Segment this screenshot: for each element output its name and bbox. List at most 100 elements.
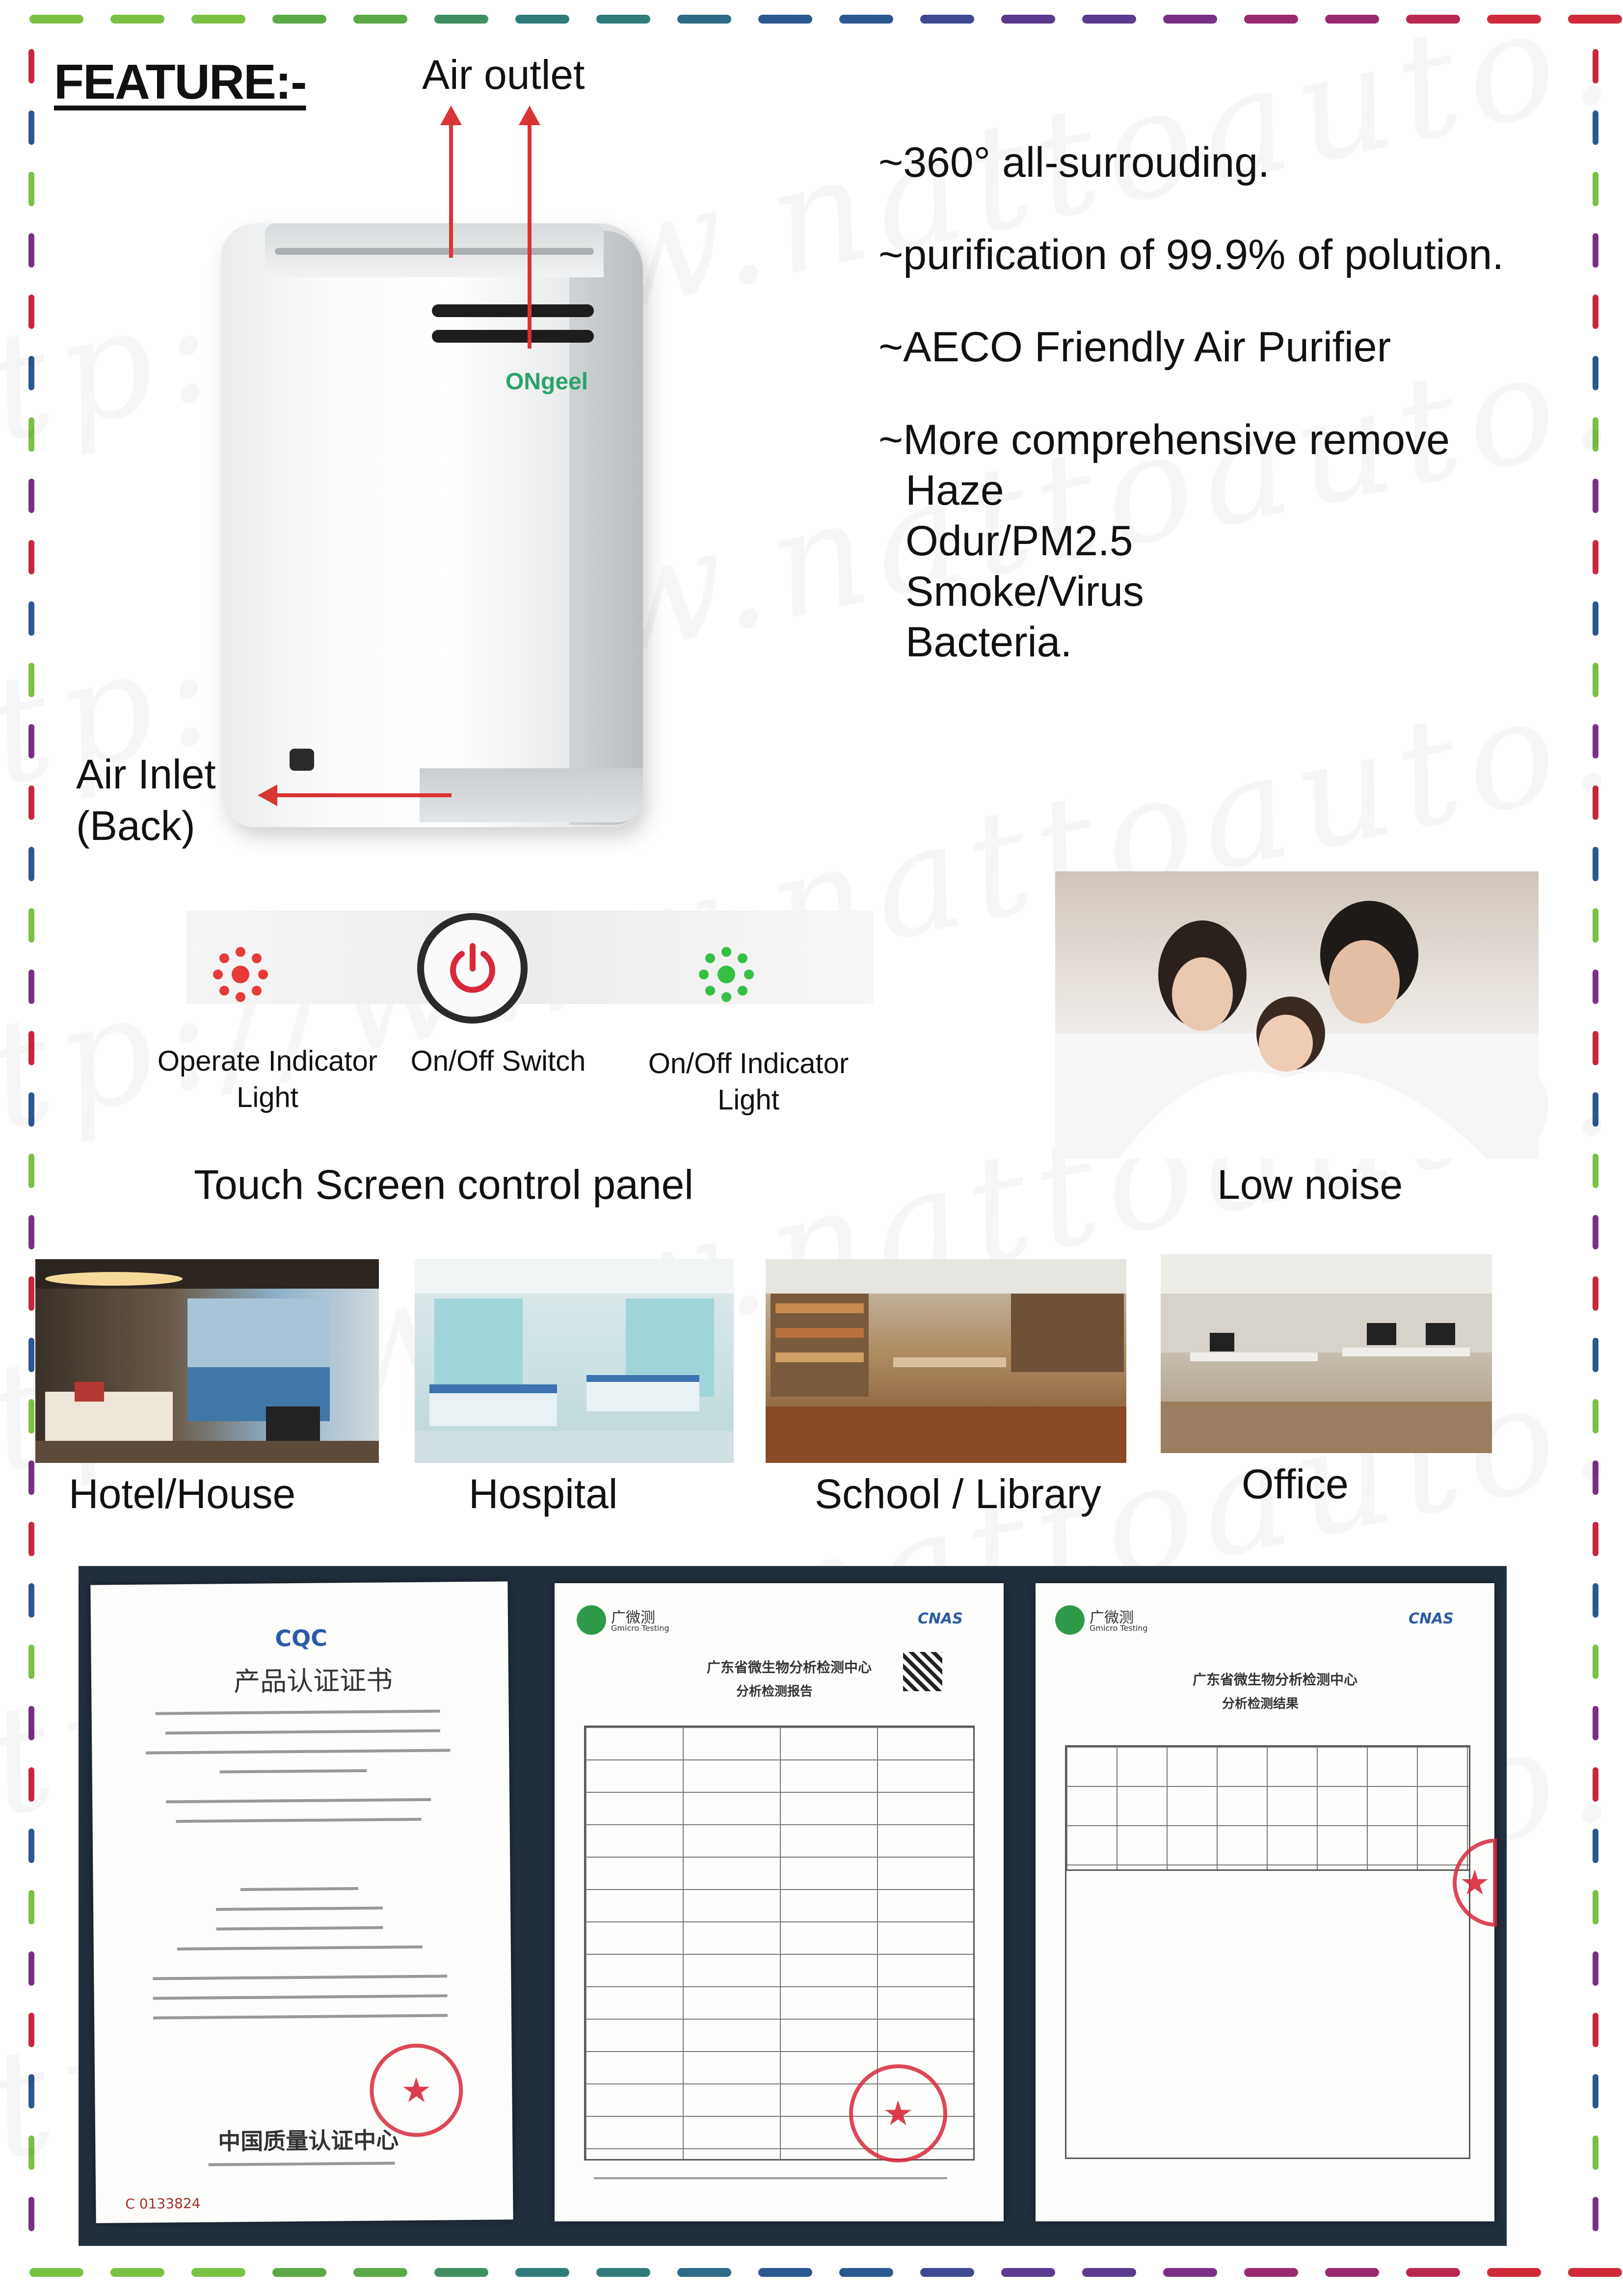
border-dash xyxy=(1406,2268,1460,2277)
border-dash xyxy=(1163,15,1217,24)
cnas-logo: CNAS xyxy=(1409,1610,1454,1627)
border-dash xyxy=(28,49,34,83)
border-dash xyxy=(920,15,974,24)
report-subheading: 分析检测结果 xyxy=(1222,1697,1299,1711)
border-dash xyxy=(1593,172,1598,206)
hotel-house-label: Hotel/House xyxy=(69,1471,296,1517)
cert-text-line xyxy=(176,1817,422,1823)
border-dash xyxy=(1593,2197,1598,2231)
border-dash xyxy=(272,15,326,24)
border-dash xyxy=(1593,356,1598,390)
control-panel-strip xyxy=(186,911,874,1004)
cqc-certificate-title: 产品认证证书 xyxy=(233,1665,393,1698)
border-dash xyxy=(1163,2268,1217,2277)
gmicro-brand: 广微测 xyxy=(1090,1609,1134,1626)
feature-sub-item: Haze xyxy=(905,466,1004,514)
border-dash xyxy=(434,2268,488,2277)
border-dash xyxy=(28,1154,34,1188)
border-dash xyxy=(28,2074,34,2108)
analysis-report-page2: 广微测 Gmicro Testing CNAS 广东省微生物分析检测中心 分析检… xyxy=(1036,1583,1497,2221)
border-dash xyxy=(1487,15,1541,24)
border-dash xyxy=(1593,1645,1598,1679)
border-dash xyxy=(1593,295,1598,329)
cert-text-line xyxy=(153,1994,448,2000)
red-seal-stamp: ★ xyxy=(849,2064,947,2162)
border-dash xyxy=(28,417,34,452)
border-dash xyxy=(1593,785,1598,820)
border-dash xyxy=(28,1031,34,1065)
family-sleeping-photo xyxy=(1055,871,1539,1159)
border-dash xyxy=(1593,479,1598,513)
cert-text-line xyxy=(153,2014,448,2020)
on-off-indicator-label: On/Off Indicator Light xyxy=(633,1046,864,1118)
cqc-issuer: 中国质量认证中心 xyxy=(218,2127,399,2155)
air-inlet-arrow xyxy=(275,793,452,797)
border-dash xyxy=(1001,2268,1055,2277)
border-dash xyxy=(515,15,569,24)
border-dash xyxy=(110,15,164,24)
report-subheading: 分析检测报告 xyxy=(736,1684,813,1699)
border-dash xyxy=(272,2268,326,2277)
border-dash xyxy=(28,2197,34,2231)
border-dash xyxy=(596,2268,650,2277)
left-dashed-border xyxy=(28,49,35,2239)
product-logo: ONgeel xyxy=(506,369,588,395)
school-library-label: School / Library xyxy=(815,1471,1101,1517)
on-off-switch-button[interactable] xyxy=(417,913,528,1024)
operate-indicator-label-line2: Light xyxy=(237,1081,298,1114)
hospital-ward-photo xyxy=(415,1259,734,1463)
cert-text-line xyxy=(146,1749,451,1755)
border-dash xyxy=(28,233,34,268)
air-outlet-label: Air outlet xyxy=(422,52,585,98)
on-off-switch-label: On/Off Switch xyxy=(410,1045,586,1077)
border-dash xyxy=(1593,1522,1598,1556)
air-outlet-arrow-head xyxy=(440,106,462,125)
feature-sub-item: Smoke/Virus xyxy=(905,568,1144,616)
feature-sub-item: Bacteria. xyxy=(905,619,1072,666)
on-off-indicator-label-line2: Light xyxy=(718,1084,779,1116)
border-dash xyxy=(28,1276,34,1311)
purifier-side-panel xyxy=(569,231,643,825)
border-dash xyxy=(1593,1399,1598,1433)
border-dash xyxy=(758,15,812,24)
border-dash xyxy=(839,15,893,24)
cqc-certificate: CQC 产品认证证书 ★ 中国质量认证中心 C 0133824 xyxy=(90,1581,513,2223)
border-dash xyxy=(110,2268,164,2277)
border-dash xyxy=(758,2268,812,2277)
feature-item: ~AECO Friendly Air Purifier xyxy=(878,324,1391,371)
border-dash xyxy=(839,2268,893,2277)
border-dash xyxy=(1593,417,1598,452)
cert-text-line xyxy=(153,1974,448,1980)
border-dash xyxy=(28,1460,34,1495)
border-dash xyxy=(28,908,34,943)
border-dash xyxy=(1593,2074,1598,2108)
border-dash xyxy=(434,15,488,24)
border-dash xyxy=(28,1645,34,1679)
air-inlet-label-line2: (Back) xyxy=(76,803,195,849)
border-dash xyxy=(28,356,34,390)
cqc-serial: C 0133824 xyxy=(125,2195,201,2213)
border-dash xyxy=(1325,2268,1379,2277)
air-inlet-arrow-head xyxy=(258,784,277,806)
border-dash xyxy=(1593,1890,1598,1924)
gmicro-logo-icon xyxy=(577,1605,606,1635)
border-dash xyxy=(28,1215,34,1249)
border-dash xyxy=(28,479,34,513)
border-dash xyxy=(1593,1154,1598,1188)
report-heading: 广东省微生物分析检测中心 xyxy=(1193,1672,1358,1688)
border-dash xyxy=(28,785,34,820)
border-dash xyxy=(1593,908,1598,943)
hotel-room-photo xyxy=(35,1259,379,1463)
border-dash xyxy=(1406,15,1460,24)
border-dash xyxy=(1593,724,1598,758)
border-dash xyxy=(1593,1767,1598,1802)
top-dashed-border xyxy=(29,15,1622,26)
feature-title: FEATURE:- xyxy=(54,54,307,109)
border-dash xyxy=(1593,970,1598,1004)
operate-indicator-label: Operate Indicator Light xyxy=(147,1043,388,1116)
feature-item: ~360° all-surrouding. xyxy=(878,139,1270,186)
results-table xyxy=(1065,1745,1470,1871)
border-dash xyxy=(28,1522,34,1556)
border-dash xyxy=(353,2268,407,2277)
border-dash xyxy=(920,2268,974,2277)
